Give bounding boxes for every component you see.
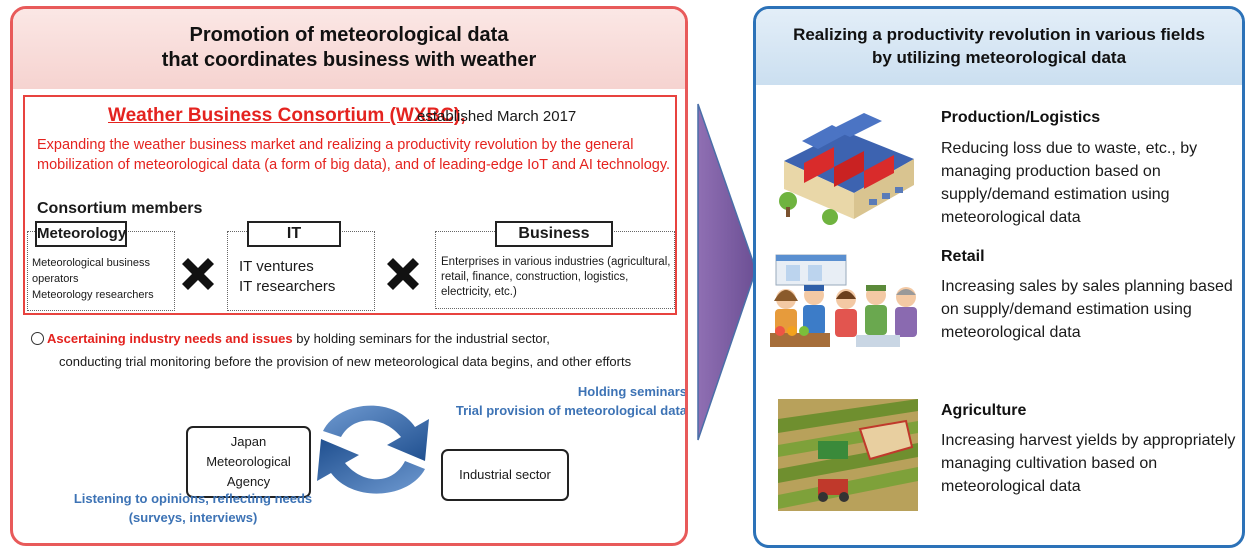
- right-panel: Realizing a productivity revolution in v…: [753, 6, 1245, 548]
- cycle-arrows-icon: [317, 405, 429, 494]
- members-title: Consortium members: [37, 200, 203, 217]
- meteorology-label: Meteorology: [35, 221, 127, 247]
- trial-provision-line: Trial provision of meteorological data: [455, 403, 687, 418]
- surveys-line: (surveys, interviews): [128, 510, 258, 525]
- wxbc-description: Expanding the weather business market an…: [37, 137, 671, 173]
- jma-label: Japan Meteorological Agency: [206, 434, 291, 489]
- section-title-agriculture: Agriculture: [941, 402, 1027, 419]
- right-panel-header: Realizing a productivity revolution in v…: [756, 9, 1242, 85]
- needs-text-line2: conducting trial monitoring before the p…: [59, 354, 632, 369]
- factory-illustration: [779, 113, 914, 225]
- needs-statement: Ascertaining industry needs and issues b…: [31, 327, 685, 373]
- cross-icon: [182, 258, 214, 290]
- business-label: Business: [495, 221, 613, 247]
- agriculture-illustration: [778, 399, 918, 511]
- left-panel-title: Promotion of meteorological data that co…: [161, 24, 537, 71]
- cross-icon: [387, 258, 419, 290]
- meteorology-member-item: Meteorological business operators: [32, 257, 151, 285]
- needs-highlight: Ascertaining industry needs and issues: [47, 331, 293, 346]
- jma-node: Japan Meteorological Agency: [186, 426, 311, 498]
- big-right-arrow-icon: [697, 103, 757, 441]
- section-desc-production: Reducing loss due to waste, etc., by man…: [941, 140, 1198, 226]
- wxbc-name: Weather Business Consortium (WXBC),: [108, 105, 466, 126]
- meteorology-members: Meteorological business operators Meteor…: [32, 255, 172, 303]
- seminar-line: Holding seminars: [577, 384, 687, 399]
- meteorology-member-item: Meteorology researchers: [32, 289, 154, 301]
- section-title-production: Production/Logistics: [941, 109, 1101, 126]
- business-members: Enterprises in various industries (agric…: [441, 256, 671, 298]
- wxbc-box: Weather Business Consortium (WXBC), esta…: [23, 95, 677, 315]
- right-panel-title: Realizing a productivity revolution in v…: [793, 25, 1205, 67]
- it-label: IT: [247, 221, 341, 247]
- needs-text-rest: by holding seminars for the industrial s…: [292, 331, 550, 346]
- left-panel: Promotion of meteorological data that co…: [10, 6, 688, 546]
- section-title-retail: Retail: [941, 248, 985, 265]
- industrial-sector-node: Industrial sector: [441, 449, 569, 501]
- listening-caption: Listening to opinions, reflecting needs …: [43, 489, 343, 527]
- retail-illustration: [770, 254, 917, 347]
- left-panel-header: Promotion of meteorological data that co…: [13, 9, 685, 89]
- circle-bullet-icon: [31, 332, 44, 345]
- section-desc-retail: Increasing sales by sales planning based…: [941, 278, 1233, 341]
- it-member-item: IT ventures: [239, 258, 314, 275]
- section-desc-agriculture: Increasing harvest yields by appropriate…: [941, 432, 1236, 495]
- listening-line: Listening to opinions, reflecting needs: [73, 491, 313, 506]
- seminar-caption: Holding seminars Trial provision of mete…: [405, 382, 687, 420]
- it-member-item: IT researchers: [239, 278, 336, 295]
- wxbc-established: established March 2017: [417, 108, 577, 125]
- it-members: IT ventures IT researchers: [239, 257, 335, 297]
- industrial-sector-label: Industrial sector: [459, 467, 551, 482]
